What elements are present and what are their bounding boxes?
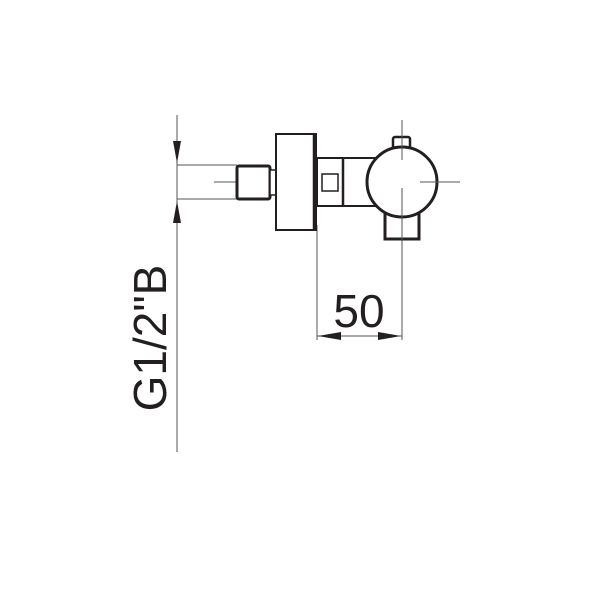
wall-flange [275, 133, 317, 231]
valve-outline [235, 133, 439, 241]
inlet-thread [235, 164, 272, 201]
arrow-left-icon [318, 332, 341, 340]
horizontal-dimension-label: 50 [333, 285, 384, 337]
arrow-down-icon [173, 141, 181, 163]
vertical-dimension-label: G1/2"B [124, 265, 176, 412]
dimension-arrows [173, 141, 401, 340]
arrow-right-icon [378, 332, 401, 340]
arrow-up-icon [173, 201, 181, 223]
